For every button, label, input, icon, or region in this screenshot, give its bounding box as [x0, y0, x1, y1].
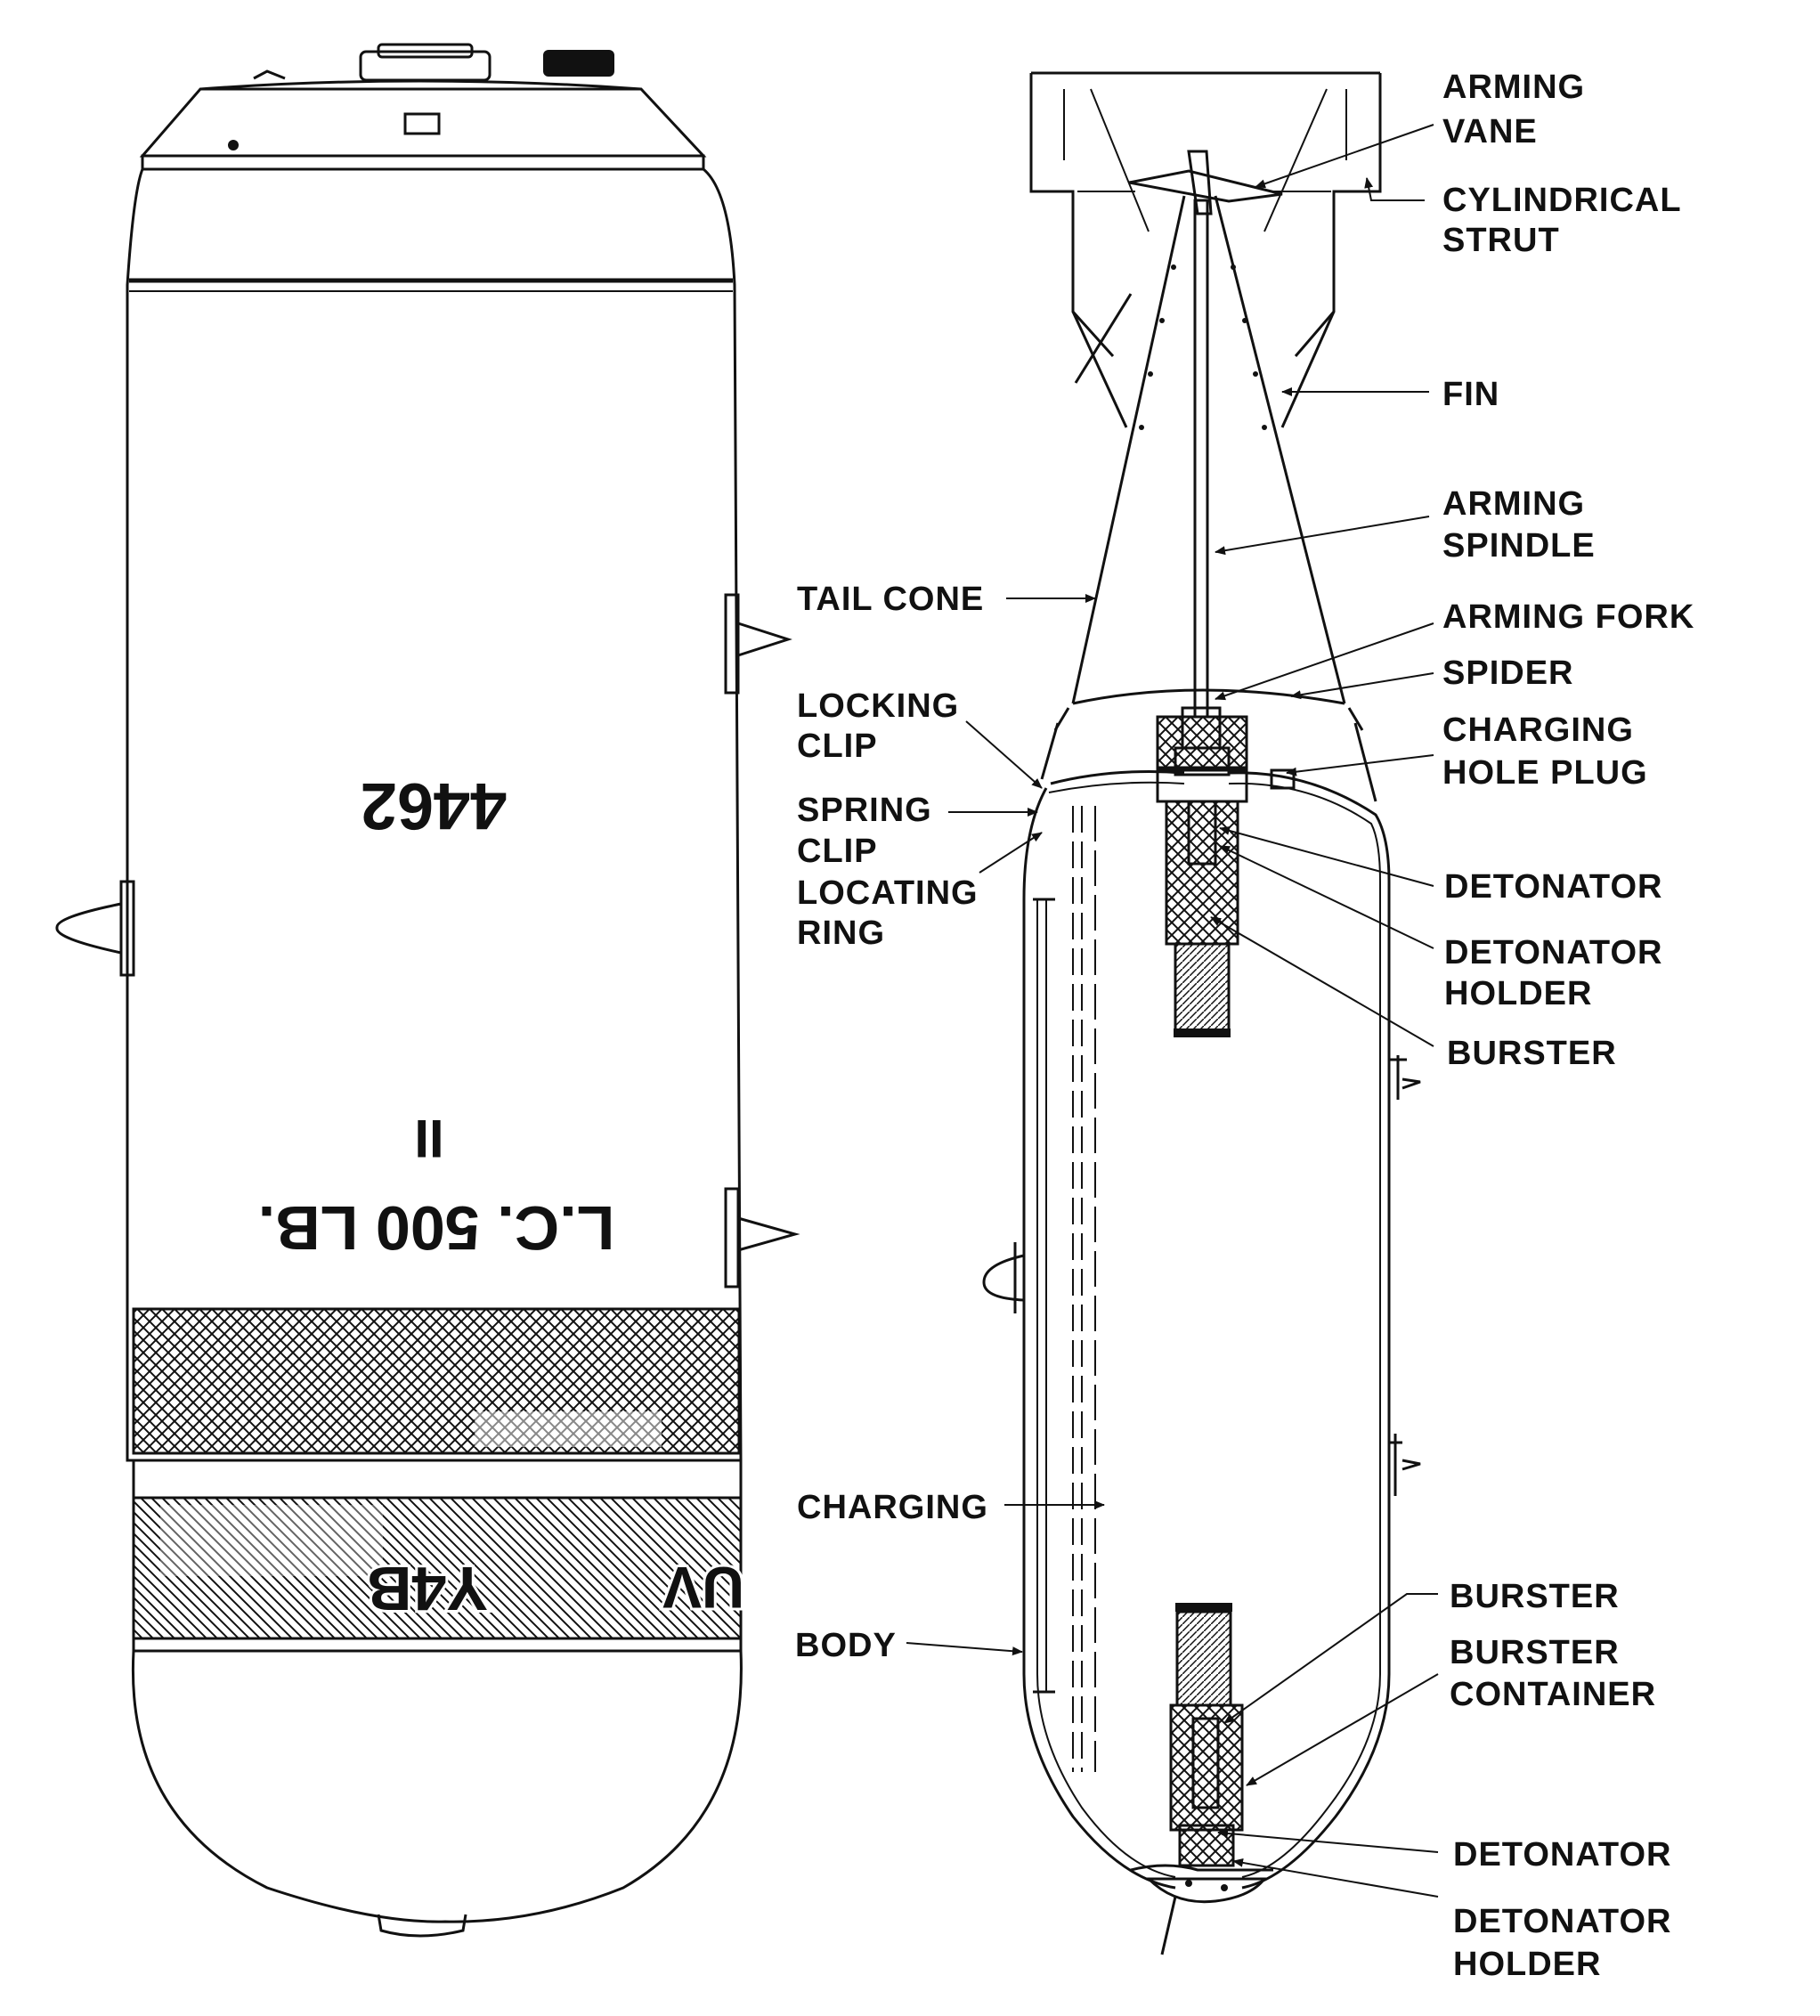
- bomb-type-marking: L.C. 500 LB.: [258, 1193, 615, 1263]
- label-spring-clip: SPRING CLIP: [797, 792, 942, 870]
- section-view: [982, 71, 1421, 1955]
- label-arming-spindle: ARMING SPINDLE: [1442, 485, 1596, 565]
- nose-cap: [139, 43, 707, 158]
- top-burster-assembly: [1156, 715, 1296, 1037]
- label-detonator-holder-top: DETONATOR HOLDER: [1444, 934, 1673, 1012]
- suspension-lug: [55, 593, 800, 1288]
- label-detonator-bottom: DETONATOR: [1453, 1836, 1671, 1874]
- external-view: 4462 II L.C. 500 LB. Y4B UV: [55, 43, 800, 1938]
- tail-dome: [131, 1650, 743, 1923]
- label-tail-cone: TAIL CONE: [797, 581, 984, 618]
- label-burster-top: BURSTER: [1447, 1035, 1617, 1072]
- bottom-burster-assembly: [1130, 1603, 1273, 1955]
- label-detonator-top: DETONATOR: [1444, 868, 1662, 906]
- code-marking-left: UV: [662, 1555, 744, 1621]
- label-burster-container: BURSTER CONTAINER: [1450, 1634, 1656, 1713]
- leader-lines: [906, 124, 1439, 1898]
- label-cylindrical-strut: CYLINDRICAL STRUT: [1442, 182, 1691, 259]
- label-arming-fork: ARMING FORK: [1442, 598, 1694, 636]
- label-arming-vane: ARMING VANE: [1442, 69, 1596, 150]
- serial-number: 4462: [361, 769, 508, 843]
- label-spider: SPIDER: [1442, 654, 1573, 692]
- tail-unit: [1029, 71, 1382, 719]
- label-burster-bottom: BURSTER: [1450, 1578, 1620, 1615]
- labels: ARMING VANE CYLINDRICAL STRUT FIN ARMING…: [795, 69, 1694, 1983]
- label-detonator-holder-bottom: DETONATOR HOLDER: [1453, 1903, 1682, 1983]
- label-charging: CHARGING: [797, 1489, 988, 1526]
- body-section: [1022, 770, 1391, 1890]
- label-locking-clip: LOCKING CLIP: [797, 687, 970, 765]
- label-body: BODY: [795, 1627, 897, 1664]
- label-locating-ring: LOCATING RING: [797, 874, 988, 952]
- mark-number: II: [414, 1109, 443, 1168]
- label-fin: FIN: [1442, 376, 1499, 413]
- label-charging-hole-plug: CHARGING HOLE PLUG: [1442, 711, 1648, 792]
- code-marking: Y4B: [367, 1554, 488, 1623]
